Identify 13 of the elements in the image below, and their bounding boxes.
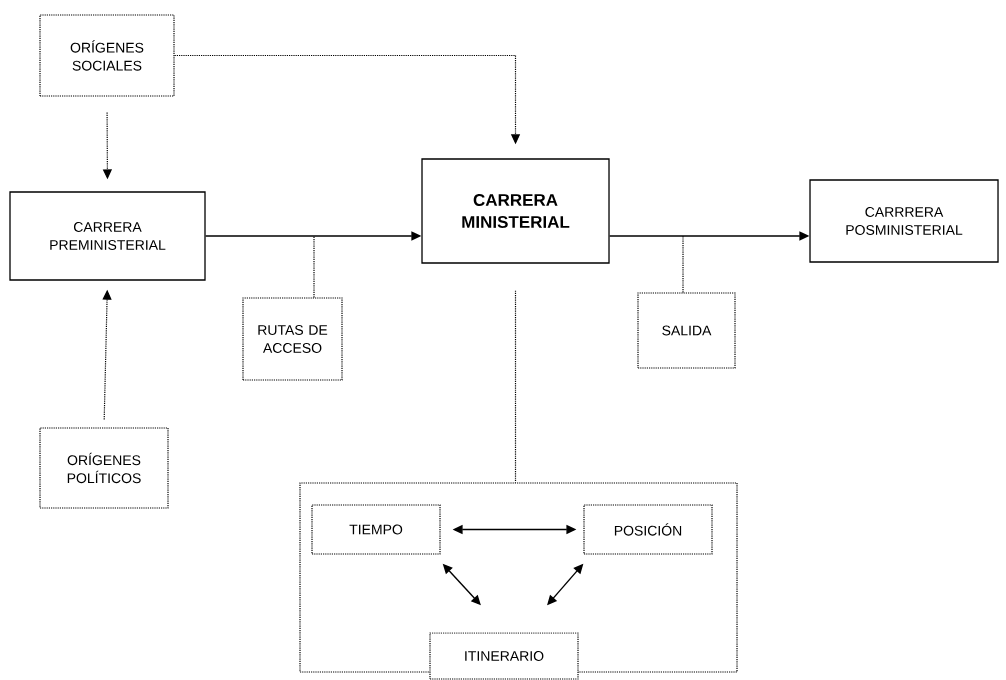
factor-box: RUTAS DE ACCESO: [242, 297, 343, 381]
factor-box: ITINERARIO: [429, 632, 579, 680]
factor-box: POSICIÓN: [583, 504, 713, 555]
factor-box: ORÍGENES POLÍTICOS: [39, 427, 169, 509]
career-box: CARRERA MINISTERIAL: [421, 158, 610, 264]
leader-line: [313, 235, 315, 298]
leader-line: [682, 235, 684, 293]
factor-box: SALIDA: [637, 292, 736, 369]
factor-box: ORÍGENES SOCIALES: [39, 14, 175, 97]
factor-box: TIEMPO: [311, 504, 441, 555]
career-box: CARRRERA POSMINISTERIAL: [809, 179, 999, 263]
career-box: CARRERA PREMINISTERIAL: [9, 191, 206, 281]
connector-line: [514, 290, 517, 483]
